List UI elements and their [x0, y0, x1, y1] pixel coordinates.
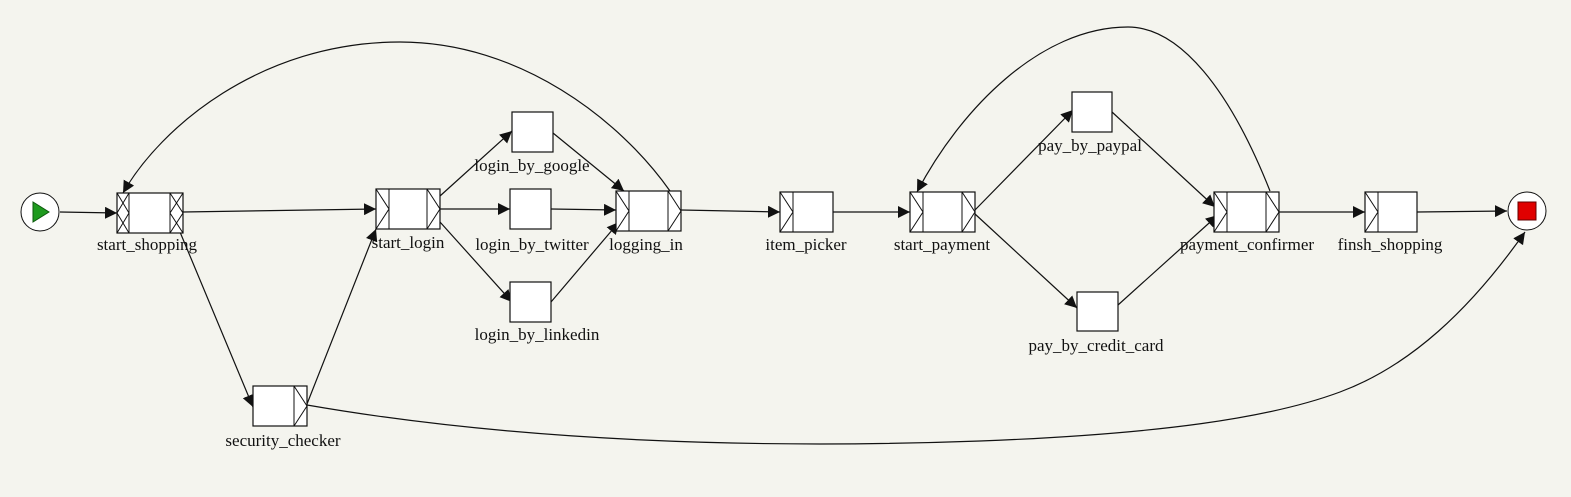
- edge-login_by_google-to-logging_in: [552, 132, 625, 192]
- node-item_picker[interactable]: item_picker: [765, 191, 847, 254]
- edge-security_checker-to-end: [306, 231, 1526, 445]
- node-label: pay_by_credit_card: [1029, 336, 1164, 355]
- node-pay_by_credit_card[interactable]: pay_by_credit_card: [1029, 291, 1164, 355]
- node-label: finsh_shopping: [1338, 235, 1443, 254]
- node-label: login_by_google: [474, 156, 589, 175]
- play-icon: [32, 201, 50, 223]
- stop-icon: [1517, 201, 1537, 221]
- edge-start_shopping-to-start_login: [182, 203, 377, 216]
- node-label: item_picker: [765, 235, 847, 254]
- node-pay_by_paypal[interactable]: pay_by_paypal: [1038, 91, 1142, 155]
- edge-login_by_linkedin-to-logging_in: [550, 221, 620, 303]
- edge-start_login-to-login_by_linkedin: [439, 221, 513, 303]
- node-label: start_login: [372, 233, 445, 252]
- edge-start_login-to-login_by_google: [439, 130, 513, 197]
- edge-pay_by_paypal-to-payment_confirmer: [1111, 111, 1216, 208]
- edge-logging_in-to-start_shopping: [122, 41, 671, 194]
- node-logging_in[interactable]: logging_in: [609, 190, 683, 254]
- node-start_shopping[interactable]: start_shopping: [97, 192, 198, 254]
- start-event[interactable]: [20, 192, 60, 232]
- node-payment_confirmer[interactable]: payment_confirmer: [1180, 191, 1314, 254]
- node-login_by_twitter[interactable]: login_by_twitter: [475, 188, 589, 254]
- edge-security_checker-to-start_login: [306, 228, 378, 405]
- node-finsh_shopping[interactable]: finsh_shopping: [1338, 191, 1443, 254]
- node-login_by_linkedin[interactable]: login_by_linkedin: [475, 281, 600, 344]
- node-label: login_by_twitter: [475, 235, 589, 254]
- edge-logging_in-to-item_picker: [680, 205, 781, 218]
- node-label: start_shopping: [97, 235, 198, 254]
- edge-payment_confirmer-to-start_payment: [916, 26, 1271, 193]
- node-start_login[interactable]: start_login: [372, 188, 445, 252]
- node-start_payment[interactable]: start_payment: [894, 191, 991, 254]
- node-label: start_payment: [894, 235, 991, 254]
- edges: [59, 26, 1526, 445]
- node-label: login_by_linkedin: [475, 325, 600, 344]
- edge-finsh_shopping-to-end: [1416, 205, 1508, 218]
- edge-login_by_twitter-to-logging_in: [550, 203, 617, 216]
- node-label: security_checker: [225, 431, 340, 450]
- end-event[interactable]: [1507, 191, 1547, 231]
- node-label: pay_by_paypal: [1038, 136, 1142, 155]
- edge-start-to-start_shopping: [59, 206, 118, 219]
- edge-start_shopping-to-security_checker: [179, 231, 254, 408]
- node-label: payment_confirmer: [1180, 235, 1314, 254]
- node-login_by_google[interactable]: login_by_google: [474, 111, 590, 175]
- node-label: logging_in: [609, 235, 683, 254]
- edge-pay_by_credit_card-to-payment_confirmer: [1117, 214, 1219, 306]
- edge-start_payment-to-pay_by_paypal: [974, 109, 1074, 211]
- edge-start_payment-to-pay_by_credit_card: [974, 213, 1078, 309]
- node-security_checker[interactable]: security_checker: [225, 385, 341, 450]
